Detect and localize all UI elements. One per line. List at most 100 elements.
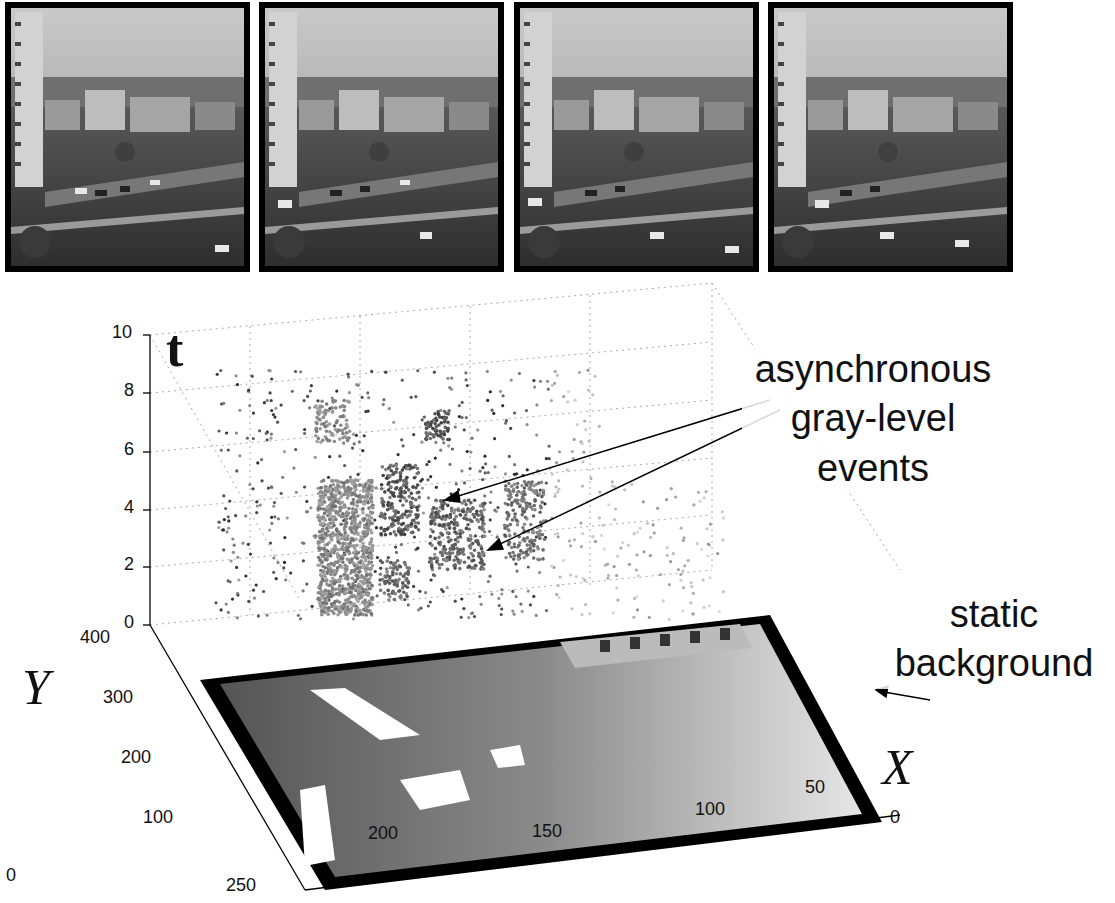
event-dot [364, 588, 368, 592]
event-dot [584, 603, 587, 606]
event-dot [473, 499, 477, 503]
event-dot [637, 574, 640, 577]
event-dot [337, 498, 341, 502]
event-dot [336, 511, 340, 515]
event-dot [415, 516, 419, 520]
event-dot [332, 509, 336, 513]
event-dot [455, 482, 458, 485]
event-dot [405, 499, 409, 503]
event-dot [461, 501, 465, 505]
event-dot [253, 597, 256, 600]
event-dot [348, 552, 352, 556]
event-dot [681, 570, 684, 573]
event-dot [412, 585, 415, 588]
event-dot [635, 568, 638, 571]
event-dot [532, 595, 535, 598]
event-dot [337, 580, 341, 584]
event-dot [359, 535, 363, 539]
event-dot [417, 608, 420, 611]
event-dot [361, 530, 365, 534]
event-dot [705, 490, 708, 493]
event-dot [414, 521, 418, 525]
event-dot [481, 553, 485, 557]
event-dot [411, 466, 415, 470]
event-dot [356, 479, 360, 483]
event-dot [456, 550, 460, 554]
event-dot [234, 514, 237, 517]
event-dot [555, 461, 558, 464]
event-dot [358, 608, 362, 612]
event-dot [347, 375, 350, 378]
event-dot [318, 601, 322, 605]
event-dot [388, 466, 392, 470]
event-dot [458, 567, 462, 571]
event-dot [314, 456, 317, 459]
event-dot [322, 500, 326, 504]
event-dot [435, 560, 439, 564]
event-dot [615, 574, 618, 577]
event-dot [566, 400, 569, 403]
event-dot [470, 612, 473, 615]
event-dot [410, 522, 414, 526]
event-dot [474, 564, 478, 568]
event-dot [299, 370, 302, 373]
event-dot [294, 370, 297, 373]
event-dot [361, 565, 365, 569]
event-dot [463, 481, 466, 484]
event-dot [357, 583, 361, 587]
event-dot [481, 478, 484, 481]
event-dot [345, 480, 349, 484]
event-dot [224, 507, 227, 510]
event-dot [336, 540, 340, 544]
event-dot [692, 612, 695, 615]
event-dot [321, 496, 325, 500]
event-dot [394, 533, 398, 537]
event-dot [488, 530, 491, 533]
event-dot [689, 601, 692, 604]
event-dot [331, 505, 335, 509]
event-dot [709, 523, 712, 526]
event-dot [366, 530, 370, 534]
event-dot [248, 404, 251, 407]
event-dot [231, 598, 234, 601]
event-dot [343, 538, 347, 542]
event-dot [410, 492, 414, 496]
event-dot [450, 507, 454, 511]
event-dot [469, 534, 473, 538]
event-dot [318, 564, 322, 568]
event-dot [402, 444, 405, 447]
event-dot [370, 537, 374, 541]
event-dot [594, 540, 597, 543]
event-dot [381, 465, 385, 469]
event-dot [643, 550, 646, 553]
event-dot [438, 523, 442, 527]
event-dot [697, 491, 700, 494]
event-dot [406, 527, 410, 531]
event-dot [670, 487, 673, 490]
event-dot [435, 486, 438, 489]
event-dot [666, 554, 669, 557]
event-dot [397, 526, 401, 530]
event-dot [491, 409, 494, 412]
event-dot [483, 455, 486, 458]
event-dot [361, 507, 365, 511]
event-dot [357, 498, 361, 502]
event-dot [459, 514, 462, 517]
event-dot [421, 478, 424, 481]
event-dot [326, 509, 330, 513]
event-dot [616, 555, 619, 558]
event-dot [349, 591, 353, 595]
event-dot [336, 613, 340, 617]
event-dot [247, 388, 250, 391]
event-dot [380, 487, 384, 491]
event-dot [441, 507, 445, 511]
event-dot [687, 559, 690, 562]
event-dot [227, 448, 230, 451]
event-dot [453, 527, 457, 531]
event-dot [668, 618, 671, 621]
event-dot [573, 438, 576, 441]
event-dot [382, 503, 386, 507]
event-dot [320, 486, 324, 490]
event-dot [361, 495, 365, 499]
event-dot [607, 574, 610, 577]
